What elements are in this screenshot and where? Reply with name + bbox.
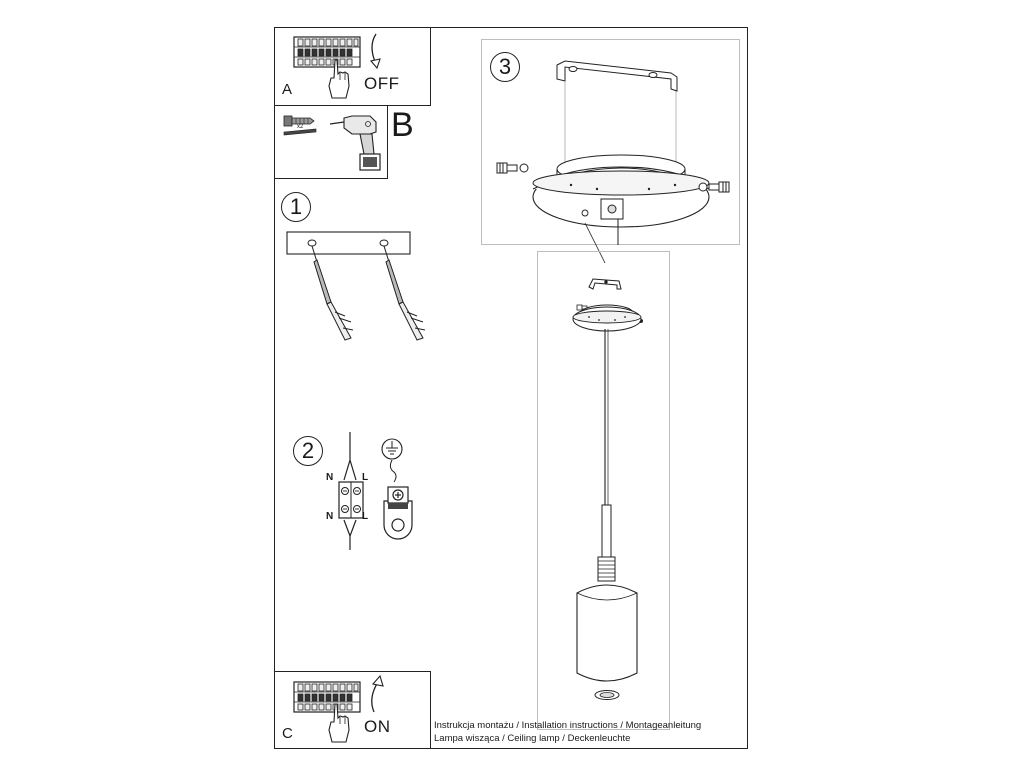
- canopy-detail-drawing: [496, 60, 730, 264]
- panel-a-letter: A: [282, 81, 293, 98]
- hand-pointer-icon: [328, 703, 350, 743]
- curved-arrow-icon: [369, 33, 381, 70]
- fuse-box-icon: [293, 36, 361, 68]
- hand-pointer-icon: [328, 59, 350, 99]
- pendant-lamp-drawing: [572, 278, 643, 700]
- panel-c-letter: C: [282, 725, 293, 742]
- drill-icon: [329, 115, 381, 171]
- lamp-assembly-box: [537, 251, 670, 730]
- ground-terminal-icon: [383, 486, 413, 540]
- screw-anchor-icon: [283, 115, 317, 136]
- wall-plug-left: [311, 245, 354, 341]
- panel-a-off-label: OFF: [364, 74, 400, 93]
- caption-instructions: Instrukcja montażu / Installation instru…: [434, 720, 702, 731]
- wiring-wires: [343, 432, 357, 550]
- panel-c-on-label: ON: [364, 717, 391, 736]
- step-3-number: 3: [490, 52, 520, 82]
- live-label-top: L: [362, 472, 369, 483]
- wall-plug-right: [383, 245, 426, 341]
- panel-b-letter: B: [391, 106, 414, 144]
- instruction-sheet: [274, 27, 748, 749]
- live-label-bottom: L: [362, 511, 369, 522]
- bag-quantity-label: x2: [297, 124, 304, 130]
- neutral-label-top: N: [326, 472, 334, 483]
- ground-symbol-icon: [381, 438, 403, 483]
- curved-arrow-icon: [371, 674, 384, 713]
- connector-block-icon: [338, 481, 364, 519]
- caption-product: Lampa wisząca / Ceiling lamp / Deckenleu…: [434, 733, 631, 744]
- neutral-label-bottom: N: [326, 511, 334, 522]
- step-2-number: 2: [293, 436, 323, 466]
- mounting-bracket-drawing: [286, 231, 426, 341]
- step-1-number: 1: [281, 192, 311, 222]
- step-3-detail-box: [481, 39, 740, 245]
